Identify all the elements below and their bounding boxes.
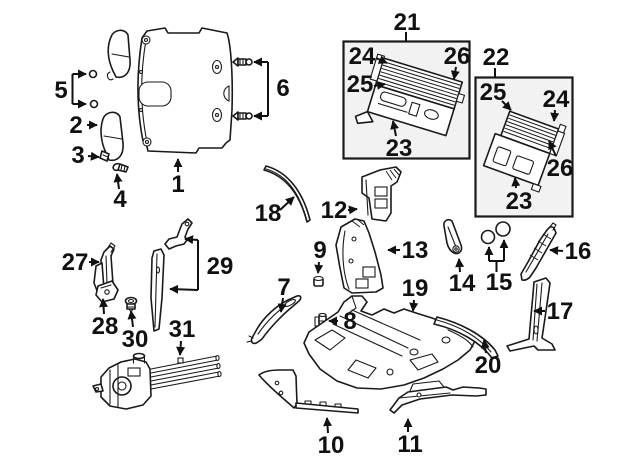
callout-30-label: 30 <box>122 326 149 353</box>
callout-box22-24-label: 24 <box>543 86 570 113</box>
callout-17-label: 17 <box>547 298 574 325</box>
callout-18: 18 <box>255 196 295 227</box>
callout-3-label: 3 <box>71 142 84 169</box>
callout-12: 12 <box>321 197 358 224</box>
callout-31-label: 31 <box>169 316 196 343</box>
sun-visor-lower <box>100 111 124 162</box>
callout-6: 6 <box>253 57 290 121</box>
callout-14-label: 14 <box>449 270 476 297</box>
callout-box21-26: 26 <box>444 43 471 80</box>
callout-27: 27 <box>62 249 100 276</box>
callout-8-label: 8 <box>343 308 356 335</box>
callout-28-label: 28 <box>92 313 119 340</box>
callout-30: 30 <box>122 310 149 353</box>
callout-box22-25: 25 <box>480 79 512 111</box>
callout-20: 20 <box>475 339 502 379</box>
callouts: 1 2 3 4 5 6 7 <box>54 9 591 459</box>
callout-13: 13 <box>387 237 429 264</box>
callout-box22-26-label: 26 <box>547 155 574 182</box>
seat-belt-guide <box>443 219 463 255</box>
callout-box21-25-label: 25 <box>347 71 374 98</box>
callout-20-label: 20 <box>475 352 502 379</box>
callout-29-label: 29 <box>207 253 234 280</box>
sill-plate-left <box>258 369 359 414</box>
callout-box21-23: 23 <box>386 120 413 162</box>
callout-box22-23: 23 <box>506 177 533 215</box>
b-pillar-lower-trim <box>335 218 384 294</box>
callout-10: 10 <box>318 417 345 459</box>
rear-pillar-trim-upper <box>520 222 557 281</box>
callout-27-label: 27 <box>62 249 89 276</box>
rear-panel-trim-21 <box>354 53 466 137</box>
callout-21-label: 21 <box>394 9 421 36</box>
trim-grommets-15 <box>480 221 511 245</box>
callout-5: 5 <box>54 69 87 109</box>
c-pillar-trim <box>361 166 402 222</box>
callout-box21-24: 24 <box>349 43 388 70</box>
callout-8: 8 <box>328 308 357 335</box>
grab-handle-bracket-lower <box>95 280 119 303</box>
visor-screw <box>112 162 129 173</box>
callout-4: 4 <box>113 173 127 213</box>
callout-22: 22 <box>483 44 510 77</box>
callout-29: 29 <box>169 235 234 294</box>
callout-box22-25-label: 25 <box>480 79 507 106</box>
callout-box21-23-label: 23 <box>386 135 413 162</box>
callout-9-label: 9 <box>313 237 326 264</box>
callout-4-label: 4 <box>113 186 127 213</box>
callout-15-label: 15 <box>486 269 513 296</box>
callout-15: 15 <box>484 239 513 296</box>
callout-12-label: 12 <box>321 197 348 224</box>
callout-7: 7 <box>277 274 291 313</box>
callout-6-label: 6 <box>276 75 289 102</box>
callout-box22-23-label: 23 <box>506 188 533 215</box>
callout-3: 3 <box>71 142 100 169</box>
trim-grommet-9 <box>313 275 324 287</box>
floor-covering <box>303 295 477 390</box>
callout-17: 17 <box>533 298 574 325</box>
callout-31: 31 <box>169 316 196 356</box>
inset-box-21 <box>342 40 471 160</box>
windshield-side-molding <box>263 165 311 223</box>
callout-19-label: 19 <box>402 275 429 302</box>
callout-9: 9 <box>313 237 327 274</box>
callout-box22-26: 26 <box>547 140 574 182</box>
callout-11-label: 11 <box>397 431 422 458</box>
push-pin-clip-30 <box>124 296 138 313</box>
callout-16: 16 <box>549 238 592 265</box>
a-pillar-trim <box>246 295 302 345</box>
callout-11: 11 <box>397 418 423 458</box>
callout-2-label: 2 <box>69 112 82 139</box>
callout-7-label: 7 <box>277 274 290 301</box>
callout-1-label: 1 <box>171 171 184 198</box>
callout-22-label: 22 <box>483 44 510 71</box>
callout-box21-26-label: 26 <box>444 43 471 70</box>
callout-16-label: 16 <box>565 238 592 265</box>
callout-box21-25: 25 <box>347 71 386 98</box>
headliner-push-clips <box>232 57 253 121</box>
callout-box21-24-label: 24 <box>349 43 376 70</box>
sill-plate-right <box>389 380 487 414</box>
pillar-reinforcement-strip <box>150 248 165 332</box>
visor-clip <box>99 150 110 162</box>
callout-box22-24: 24 <box>543 86 570 122</box>
callout-18-label: 18 <box>255 200 282 227</box>
callout-21: 21 <box>394 9 421 41</box>
callout-13-label: 13 <box>402 237 429 264</box>
callout-19: 19 <box>402 275 429 312</box>
callout-1: 1 <box>171 158 185 198</box>
callout-14: 14 <box>449 258 476 297</box>
grab-handle-bracket-upper <box>93 242 116 294</box>
callout-5-label: 5 <box>54 77 67 104</box>
callout-2: 2 <box>69 112 98 139</box>
headliner <box>137 27 234 154</box>
callout-28: 28 <box>92 298 119 340</box>
jack-assembly <box>92 352 222 410</box>
callout-10-label: 10 <box>318 432 345 459</box>
visor-retainer-rings <box>88 69 99 109</box>
sun-visor-upper <box>106 29 131 81</box>
hook-bracket-29 <box>164 218 193 250</box>
